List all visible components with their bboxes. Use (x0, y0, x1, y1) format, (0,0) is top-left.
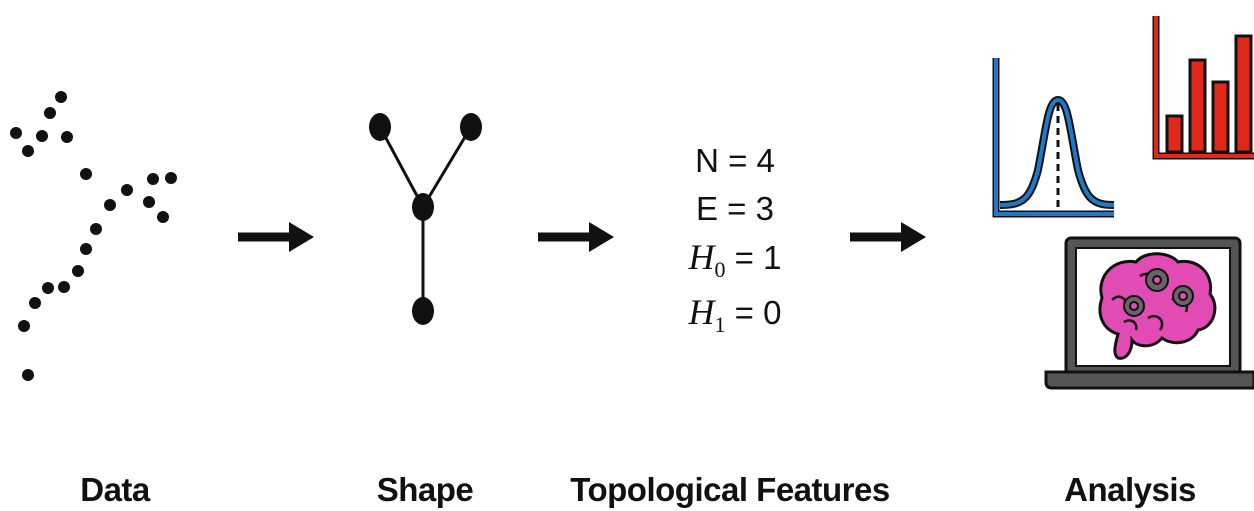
node-count-feature: N = 4 (695, 142, 775, 179)
arrow-right-icon (538, 222, 614, 252)
data-point (22, 369, 34, 381)
data-point (72, 265, 84, 277)
data-point (80, 168, 92, 180)
data-point (90, 223, 102, 235)
data-point (104, 199, 116, 211)
arrow-right-icon (238, 222, 314, 252)
betti-1-feature: H1 = 0 (640, 288, 830, 337)
data-point (55, 91, 67, 103)
data-point (36, 130, 48, 142)
data-point (147, 173, 159, 185)
betti-value: = 1 (725, 239, 782, 276)
stage-label-shape: Shape (376, 471, 474, 508)
data-point (10, 127, 22, 139)
bar-chart-icon (1152, 16, 1254, 160)
data-point (29, 297, 41, 309)
stage-label-topological-features: Topological Features (570, 471, 890, 508)
graph-edge (421, 126, 473, 208)
shape-graph (369, 113, 482, 325)
data-point (121, 184, 133, 196)
graph-node (412, 193, 434, 221)
data-point (18, 320, 30, 332)
betti-symbol: H (688, 237, 715, 277)
edge-count-feature: E = 3 (696, 190, 774, 227)
betti-value: = 0 (725, 294, 782, 331)
arrow-right-icon (850, 222, 926, 252)
point-cloud (10, 91, 177, 381)
graph-node (412, 297, 434, 325)
data-point (165, 172, 177, 184)
data-point (42, 282, 54, 294)
graph-edge (378, 126, 425, 208)
data-point (22, 145, 34, 157)
data-point (80, 243, 92, 255)
data-point (157, 211, 169, 223)
laptop-icon (1044, 236, 1254, 390)
betti-subscript: 1 (714, 312, 726, 337)
stage-label-analysis: Analysis (1064, 471, 1196, 508)
data-point (143, 196, 155, 208)
stage-label-data: Data (80, 471, 150, 508)
bell-curve-chart-icon (992, 58, 1115, 218)
graph-node (369, 113, 391, 141)
brain-gears-icon (1098, 252, 1217, 360)
betti-symbol: H (688, 292, 715, 332)
betti-subscript: 0 (714, 257, 726, 282)
betti-0-feature: H0 = 1 (640, 233, 830, 282)
data-point (61, 131, 73, 143)
data-point (44, 107, 56, 119)
data-point (58, 281, 70, 293)
graph-node (460, 113, 482, 141)
